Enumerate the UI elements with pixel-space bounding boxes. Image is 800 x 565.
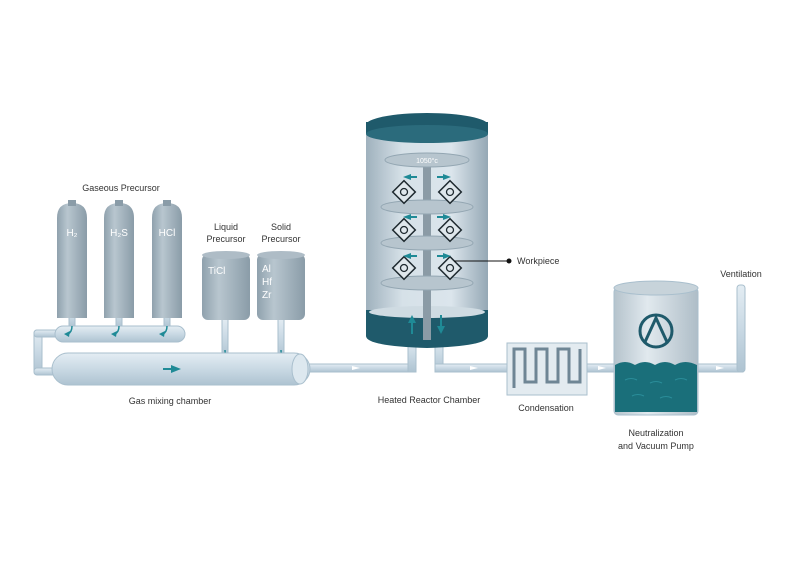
workpiece-callout: Workpiece bbox=[454, 256, 559, 266]
gas-cylinder-h2: H₂ bbox=[57, 200, 87, 318]
solid-tank-label-al: Al bbox=[262, 264, 271, 275]
workpiece-left-middle bbox=[391, 217, 417, 243]
reactor-temperature: 1050°c bbox=[416, 157, 438, 165]
gas-manifold bbox=[54, 325, 186, 343]
ventilation-label: Ventilation bbox=[720, 269, 762, 279]
neutralization-vacuum-pump bbox=[613, 280, 699, 416]
gas-label-h2: H₂ bbox=[66, 228, 77, 239]
pump-icon bbox=[638, 313, 674, 349]
reactor-flow-arrows bbox=[403, 174, 451, 334]
workpiece-right-middle bbox=[437, 217, 463, 243]
liquid-tank-label: TiCl bbox=[208, 266, 225, 277]
workpiece-right-top bbox=[437, 179, 463, 205]
solid-precursor-label-2: Precursor bbox=[261, 234, 300, 244]
liquid-precursor-label-2: Precursor bbox=[206, 234, 245, 244]
mixing-flow-arrow bbox=[171, 365, 181, 373]
workpiece-right-bottom bbox=[437, 255, 463, 281]
liquid-precursor-label-1: Liquid bbox=[214, 222, 238, 232]
gas-label-hcl: HCl bbox=[159, 228, 176, 239]
liquid-precursor-tank: TiCl bbox=[202, 251, 250, 320]
heated-reactor-chamber-label: Heated Reactor Chamber bbox=[378, 395, 481, 405]
workpiece-label: Workpiece bbox=[517, 256, 559, 266]
solid-tank-label-hf: Hf bbox=[262, 277, 272, 288]
gaseous-precursor-label: Gaseous Precursor bbox=[82, 183, 160, 193]
gas-cylinder-h2s: H₂S bbox=[104, 200, 134, 318]
flow-arrows bbox=[352, 366, 724, 370]
condensation-unit bbox=[506, 342, 588, 396]
workpiece-left-bottom bbox=[391, 255, 417, 281]
gas-cylinder-hcl: HCl bbox=[152, 200, 182, 318]
gas-mixing-chamber-label: Gas mixing chamber bbox=[129, 396, 212, 406]
solid-precursor-label-1: Solid bbox=[271, 222, 291, 232]
gas-mixing-chamber bbox=[51, 352, 311, 386]
solid-tank-label-zr: Zr bbox=[262, 290, 272, 301]
workpiece-left-top bbox=[391, 179, 417, 205]
heated-reactor-chamber: 1050°c bbox=[366, 113, 488, 348]
gas-label-h2s: H₂S bbox=[110, 228, 128, 239]
condensation-label: Condensation bbox=[518, 403, 574, 413]
neutralization-label-2: and Vacuum Pump bbox=[618, 441, 694, 451]
solid-precursor-tank: Al Hf Zr bbox=[257, 251, 305, 320]
neutralization-label-1: Neutralization bbox=[628, 428, 683, 438]
